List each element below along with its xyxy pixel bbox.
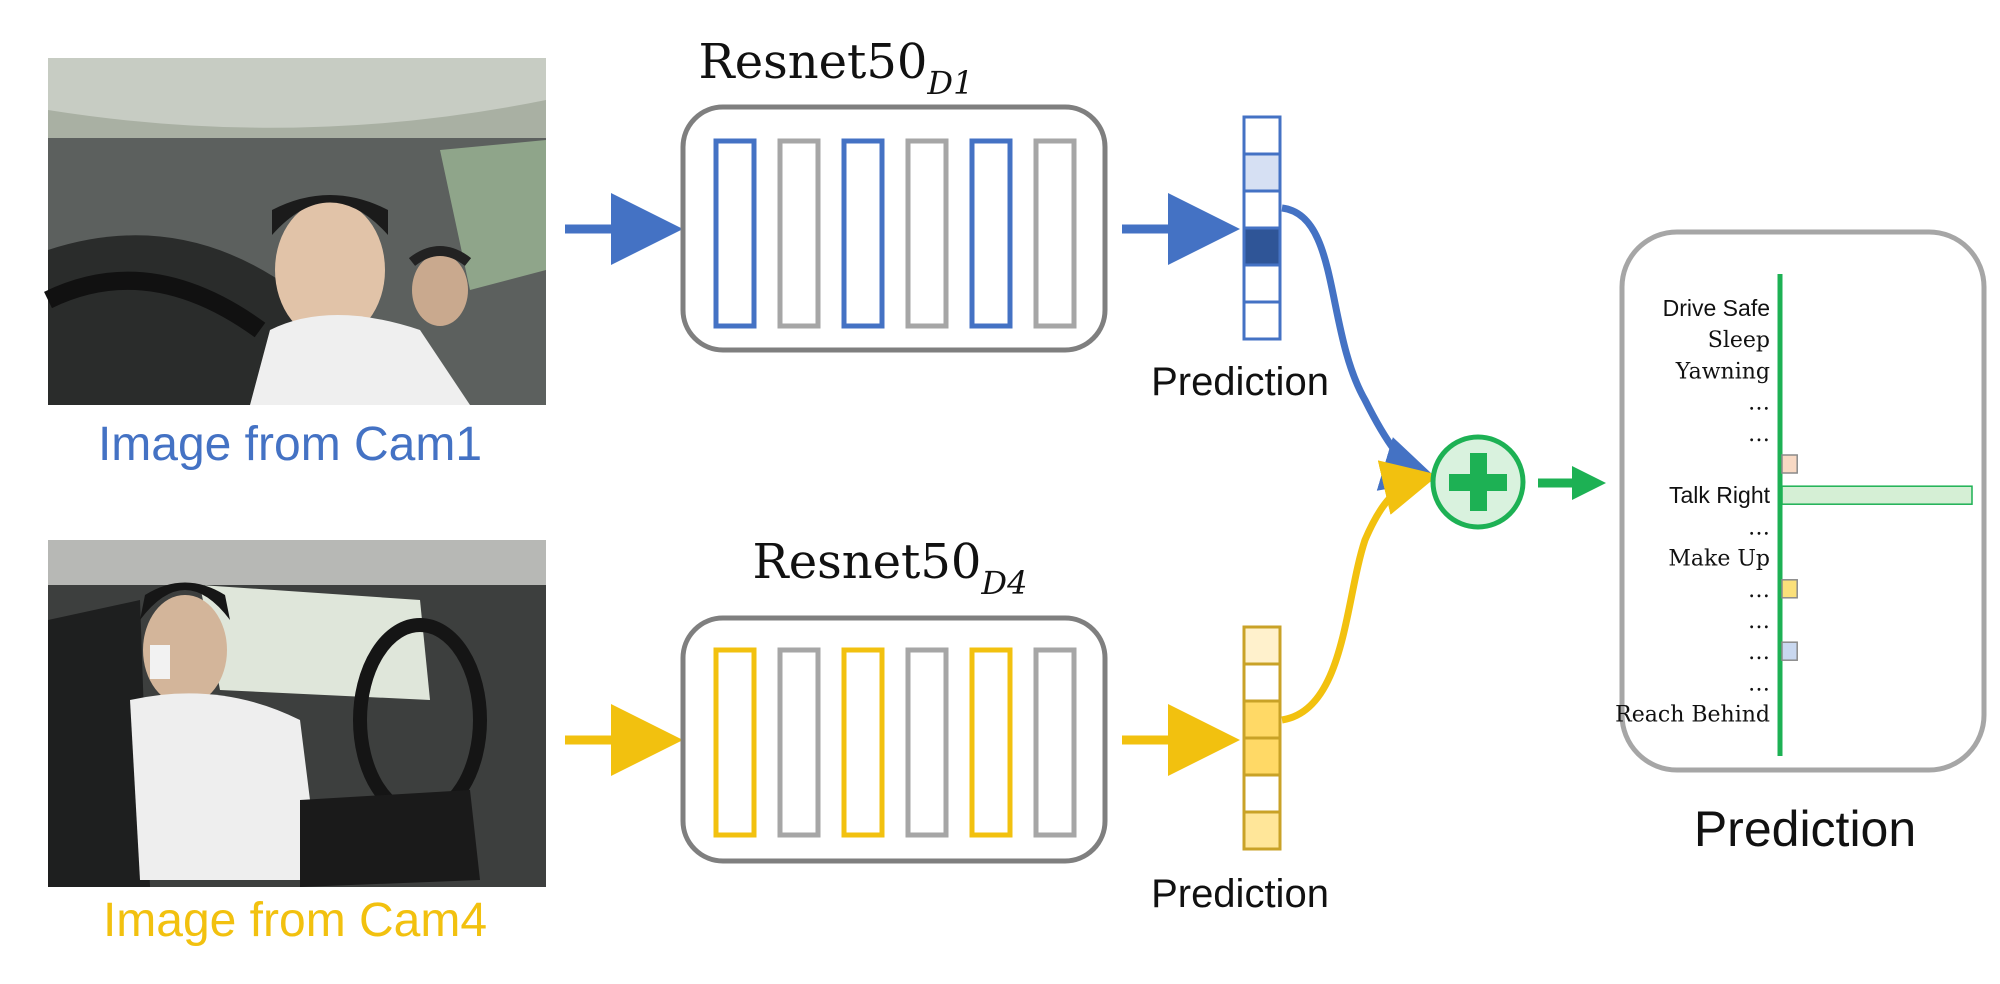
resnet-d4-block: Resnet50D4 [680,534,1108,864]
cam4-caption: Image from Cam4 [103,894,487,947]
prediction-cell [1242,699,1282,740]
resnet-d4-layer [777,647,821,838]
class-label: Drive Safe [1663,295,1770,321]
cam1-photo [44,58,546,405]
resnet-d4-layer [969,647,1013,838]
prediction-cell [1242,189,1282,230]
class-label: … [1748,422,1770,447]
class-label: Make Up [1668,547,1770,572]
class-label: … [1748,640,1770,665]
cam1-caption: Image from Cam1 [98,418,482,471]
prediction-vector-d1 [1242,115,1282,341]
resnet-d1-layer [841,138,885,329]
resnet-d1-layer [777,138,821,329]
class-label: … [1748,515,1770,540]
prediction-d1-label: Prediction [1151,360,1329,404]
class-label: Yawning [1675,359,1770,384]
class-label: … [1748,671,1770,696]
plus-icon [1449,453,1507,511]
output-prediction-label: Prediction [1694,801,1916,857]
prediction-cell [1242,115,1282,156]
class-score-bar [1781,454,1798,474]
prediction-cell [1242,773,1282,814]
fusion-plus-node [1430,434,1526,530]
prediction-vector-d4 [1242,625,1282,851]
class-score-bar [1781,641,1798,661]
prediction-cell [1242,263,1282,304]
prediction-cell [1242,226,1282,267]
resnet-d4-layer [905,647,949,838]
resnet-d1-layer [1033,138,1077,329]
resnet-d1-layer [969,138,1013,329]
resnet-d4-layer [841,647,885,838]
resnet-d4-layer [713,647,757,838]
pred4-to-fusion-curve [1281,460,1439,724]
prediction-cell [1242,736,1282,777]
prediction-cell [1242,300,1282,341]
pred1-to-fusion-curve [1281,204,1439,491]
class-label: … [1748,609,1770,634]
class-label: Talk Right [1669,482,1771,508]
resnet-d1-title: Resnet50D1 [699,34,974,102]
resnet-d1-layer [713,138,757,329]
class-label: Sleep [1708,328,1770,353]
fusion-to-output-arrow [1538,466,1606,500]
class-label: … [1748,578,1770,603]
class-bars [1781,454,1973,661]
prediction-cell [1242,625,1282,666]
class-label: Reach Behind [1615,703,1770,728]
resnet-d4-title: Resnet50D4 [753,534,1028,602]
class-label: … [1748,391,1770,416]
cam4-photo [48,540,546,887]
resnet-d1-block: Resnet50D1 [680,34,1108,353]
class-score-bar [1781,579,1798,599]
resnet-d1-layer [905,138,949,329]
class-score-bar [1781,485,1973,505]
prediction-d4-label: Prediction [1151,872,1329,916]
prediction-cell [1242,810,1282,851]
resnet-d4-layer [1033,647,1077,838]
prediction-cell [1242,662,1282,703]
prediction-cell [1242,152,1282,193]
